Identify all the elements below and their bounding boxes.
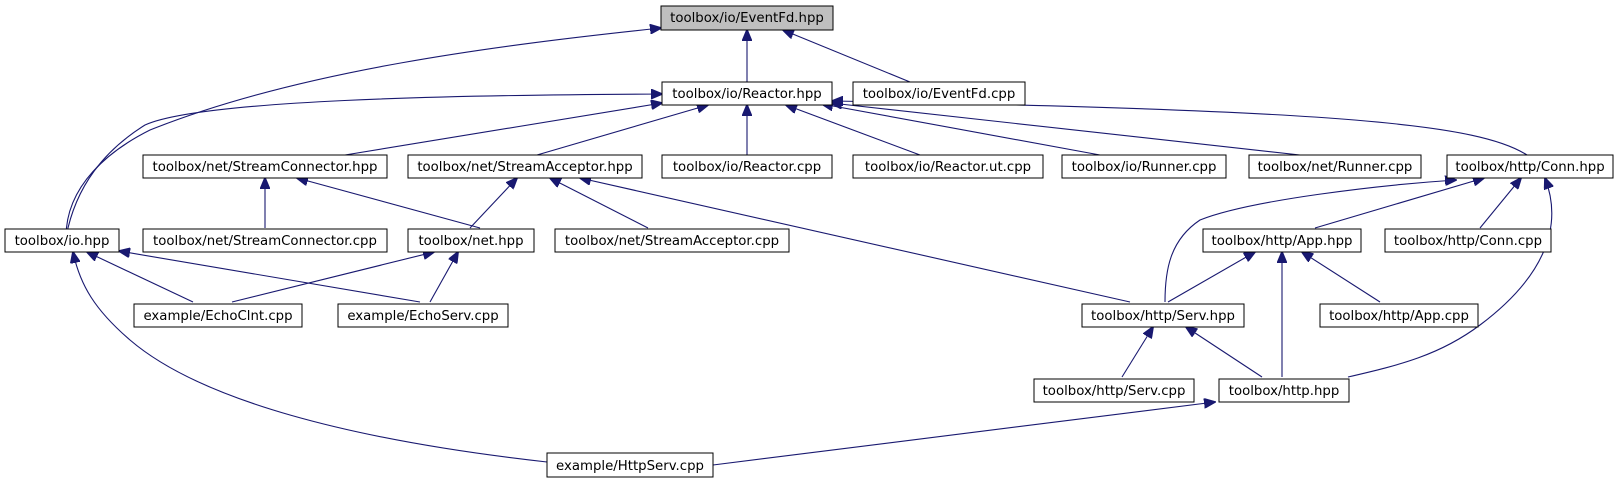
svg-text:toolbox/io/Runner.cpp: toolbox/io/Runner.cpp — [1072, 160, 1217, 175]
node-echoclnt-cpp[interactable]: example/EchoClnt.cpp — [133, 303, 303, 328]
svg-text:toolbox/http.hpp: toolbox/http.hpp — [1229, 384, 1340, 399]
edge-httpserv-cpp-to-http-hpp — [712, 402, 1215, 466]
node-echoserv-cpp[interactable]: example/EchoServ.cpp — [337, 303, 509, 328]
edge-net-hpp-to-streamacceptor-hpp — [469, 178, 517, 229]
node-streamconnector-cpp[interactable]: toolbox/net/StreamConnector.cpp — [142, 228, 388, 253]
node-http-app-cpp[interactable]: toolbox/http/App.cpp — [1319, 303, 1479, 328]
edge-http-serv-hpp-to-http-app-hpp — [1167, 252, 1255, 303]
svg-text:example/EchoServ.cpp: example/EchoServ.cpp — [347, 309, 498, 324]
edge-net-runner-cpp-to-reactor-hpp — [831, 103, 1301, 156]
edge-httpserv-cpp-to-io-hpp — [73, 252, 548, 463]
svg-text:example/EchoClnt.cpp: example/EchoClnt.cpp — [143, 309, 292, 324]
edge-net-hpp-to-streamconnector-hpp — [297, 178, 481, 229]
svg-text:toolbox/net/StreamConnector.cp: toolbox/net/StreamConnector.cpp — [153, 234, 377, 249]
svg-text:toolbox/http/App.cpp: toolbox/http/App.cpp — [1329, 309, 1469, 324]
node-reactor-hpp[interactable]: toolbox/io/Reactor.hpp — [661, 81, 833, 106]
svg-text:toolbox/http/Serv.cpp: toolbox/http/Serv.cpp — [1043, 384, 1186, 399]
edge-reactor-ut-cpp-to-reactor-hpp — [786, 105, 921, 156]
svg-text:toolbox/net/StreamConnector.hp: toolbox/net/StreamConnector.hpp — [152, 160, 377, 175]
edge-streamacceptor-hpp-to-reactor-hpp — [536, 105, 708, 156]
svg-text:toolbox/io/Reactor.hpp: toolbox/io/Reactor.hpp — [672, 87, 821, 102]
svg-text:toolbox/net.hpp: toolbox/net.hpp — [418, 234, 523, 249]
svg-text:toolbox/io/EventFd.hpp: toolbox/io/EventFd.hpp — [670, 11, 824, 26]
svg-text:toolbox/io.hpp: toolbox/io.hpp — [15, 234, 110, 249]
node-eventfd-cpp[interactable]: toolbox/io/EventFd.cpp — [852, 81, 1026, 106]
edge-echoserv-cpp-to-net-hpp — [429, 252, 458, 303]
node-http-serv-cpp[interactable]: toolbox/http/Serv.cpp — [1033, 378, 1195, 403]
edge-http-app-cpp-to-http-app-hpp — [1302, 252, 1381, 303]
edge-http-conn-cpp-to-http-conn-hpp — [1479, 178, 1521, 229]
edge-http-serv-hpp-to-streamacceptor-hpp — [580, 178, 1131, 303]
node-http-app-hpp[interactable]: toolbox/http/App.hpp — [1202, 228, 1362, 253]
node-io-runner-cpp[interactable]: toolbox/io/Runner.cpp — [1061, 154, 1227, 179]
node-reactor-ut-cpp[interactable]: toolbox/io/Reactor.ut.cpp — [852, 154, 1044, 179]
edge-streamacceptor-cpp-to-streamacceptor-hpp — [550, 178, 649, 229]
edge-echoclnt-cpp-to-io-hpp — [87, 252, 194, 303]
node-streamacceptor-cpp[interactable]: toolbox/net/StreamAcceptor.cpp — [554, 228, 790, 253]
node-http-serv-hpp[interactable]: toolbox/http/Serv.hpp — [1081, 303, 1245, 328]
node-net-hpp[interactable]: toolbox/net.hpp — [407, 228, 535, 253]
svg-text:toolbox/net/StreamAcceptor.cpp: toolbox/net/StreamAcceptor.cpp — [565, 234, 779, 249]
svg-text:toolbox/http/Conn.cpp: toolbox/http/Conn.cpp — [1394, 234, 1542, 249]
edge-http-serv-hpp-to-http-conn-hpp — [1164, 180, 1456, 303]
edge-streamconnector-hpp-to-reactor-hpp — [344, 103, 662, 156]
edge-eventfd-cpp-to-eventfd-hpp — [783, 30, 911, 83]
edge-io-hpp-to-eventfd-hpp — [65, 28, 661, 238]
node-http-conn-cpp[interactable]: toolbox/http/Conn.cpp — [1384, 228, 1552, 253]
edge-http-hpp-to-http-serv-hpp — [1186, 327, 1263, 378]
svg-text:toolbox/http/App.hpp: toolbox/http/App.hpp — [1212, 234, 1353, 249]
edge-echoserv-cpp-to-io-hpp — [119, 251, 421, 303]
svg-text:toolbox/io/Reactor.ut.cpp: toolbox/io/Reactor.ut.cpp — [865, 160, 1031, 175]
svg-text:toolbox/io/EventFd.cpp: toolbox/io/EventFd.cpp — [863, 87, 1016, 102]
svg-text:toolbox/http/Serv.hpp: toolbox/http/Serv.hpp — [1091, 309, 1235, 324]
node-streamconnector-hpp[interactable]: toolbox/net/StreamConnector.hpp — [142, 154, 388, 179]
edge-http-conn-hpp-to-reactor-hpp — [832, 101, 1528, 156]
node-http-hpp[interactable]: toolbox/http.hpp — [1218, 378, 1350, 403]
svg-text:toolbox/net/Runner.cpp: toolbox/net/Runner.cpp — [1258, 160, 1413, 175]
svg-text:toolbox/io/Reactor.cpp: toolbox/io/Reactor.cpp — [673, 160, 821, 175]
node-io-hpp[interactable]: toolbox/io.hpp — [4, 228, 120, 253]
node-httpserv-cpp[interactable]: example/HttpServ.cpp — [546, 452, 714, 478]
edge-http-serv-cpp-to-http-serv-hpp — [1121, 327, 1153, 378]
node-eventfd-hpp[interactable]: toolbox/io/EventFd.hpp — [660, 5, 834, 31]
edge-echoclnt-cpp-to-net-hpp — [231, 252, 434, 303]
edge-http-app-hpp-to-http-conn-hpp — [1314, 178, 1484, 229]
node-streamacceptor-hpp[interactable]: toolbox/net/StreamAcceptor.hpp — [407, 154, 643, 179]
svg-text:example/HttpServ.cpp: example/HttpServ.cpp — [556, 459, 704, 474]
node-net-runner-cpp[interactable]: toolbox/net/Runner.cpp — [1248, 154, 1422, 179]
edge-io-hpp-to-reactor-hpp — [65, 94, 662, 238]
svg-text:toolbox/http/Conn.hpp: toolbox/http/Conn.hpp — [1455, 160, 1604, 175]
node-reactor-cpp[interactable]: toolbox/io/Reactor.cpp — [661, 154, 833, 179]
edge-io-runner-cpp-to-reactor-hpp — [822, 104, 1101, 156]
node-http-conn-hpp[interactable]: toolbox/http/Conn.hpp — [1446, 154, 1614, 179]
svg-text:toolbox/net/StreamAcceptor.hpp: toolbox/net/StreamAcceptor.hpp — [417, 160, 632, 175]
edge-http-hpp-to-http-conn-hpp — [1347, 178, 1552, 378]
